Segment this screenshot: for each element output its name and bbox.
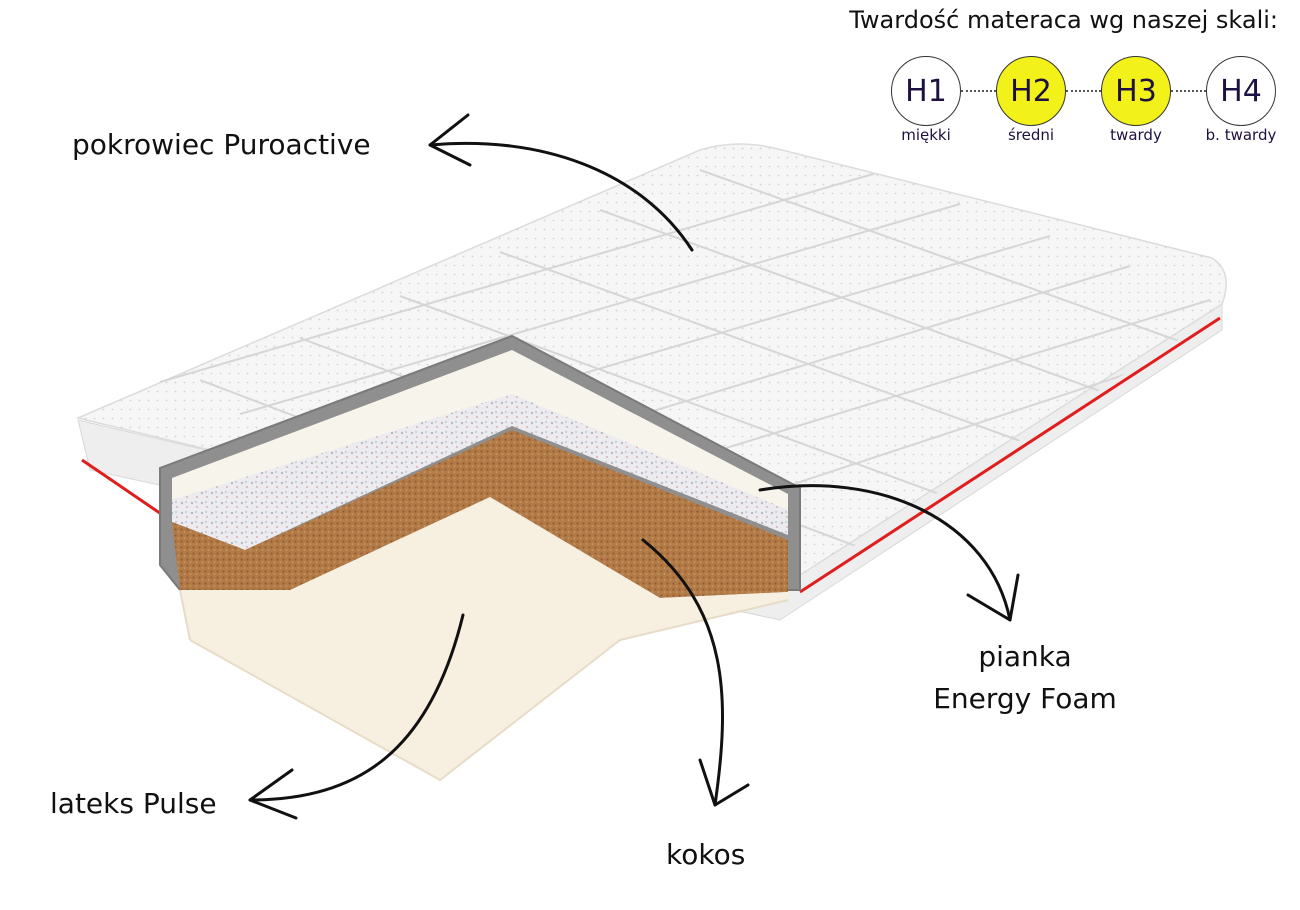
label-foam: pianka Energy Foam — [918, 636, 1132, 720]
firmness-level-h4: H4 — [1206, 56, 1276, 126]
label-cover: pokrowiec Puroactive — [72, 128, 371, 161]
arrow-foam — [758, 484, 1012, 622]
firmness-level-h2: H2 — [996, 56, 1066, 126]
red-piping-right — [799, 316, 1221, 594]
firmness-caption-h1: miękki — [901, 126, 951, 144]
red-piping-left — [81, 458, 171, 522]
arrow-cover — [428, 141, 694, 252]
layer-energy-foam — [172, 350, 788, 516]
arrow-coconut — [641, 538, 724, 807]
label-coconut: kokos — [666, 838, 746, 871]
firmness-scale-title: Twardość materaca wg naszej skali: — [849, 6, 1278, 34]
label-foam-line2: Energy Foam — [933, 682, 1117, 715]
firmness-caption-h3: twardy — [1110, 126, 1162, 144]
layer-fiber — [172, 394, 788, 550]
firmness-caption-h4: b. twardy — [1205, 126, 1277, 144]
annotation-arrows — [248, 113, 1020, 820]
scale-connector — [961, 90, 996, 92]
scale-connector — [1066, 90, 1101, 92]
scale-connector — [1171, 90, 1206, 92]
label-foam-line1: pianka — [978, 640, 1072, 673]
firmness-level-h3: H3 — [1101, 56, 1171, 126]
layer-coconut — [172, 430, 788, 598]
layer-latex — [180, 497, 788, 780]
label-latex: lateks Pulse — [50, 787, 217, 820]
firmness-caption-h2: średni — [1007, 126, 1055, 144]
firmness-level-h1: H1 — [891, 56, 961, 126]
arrow-latex — [248, 613, 465, 802]
